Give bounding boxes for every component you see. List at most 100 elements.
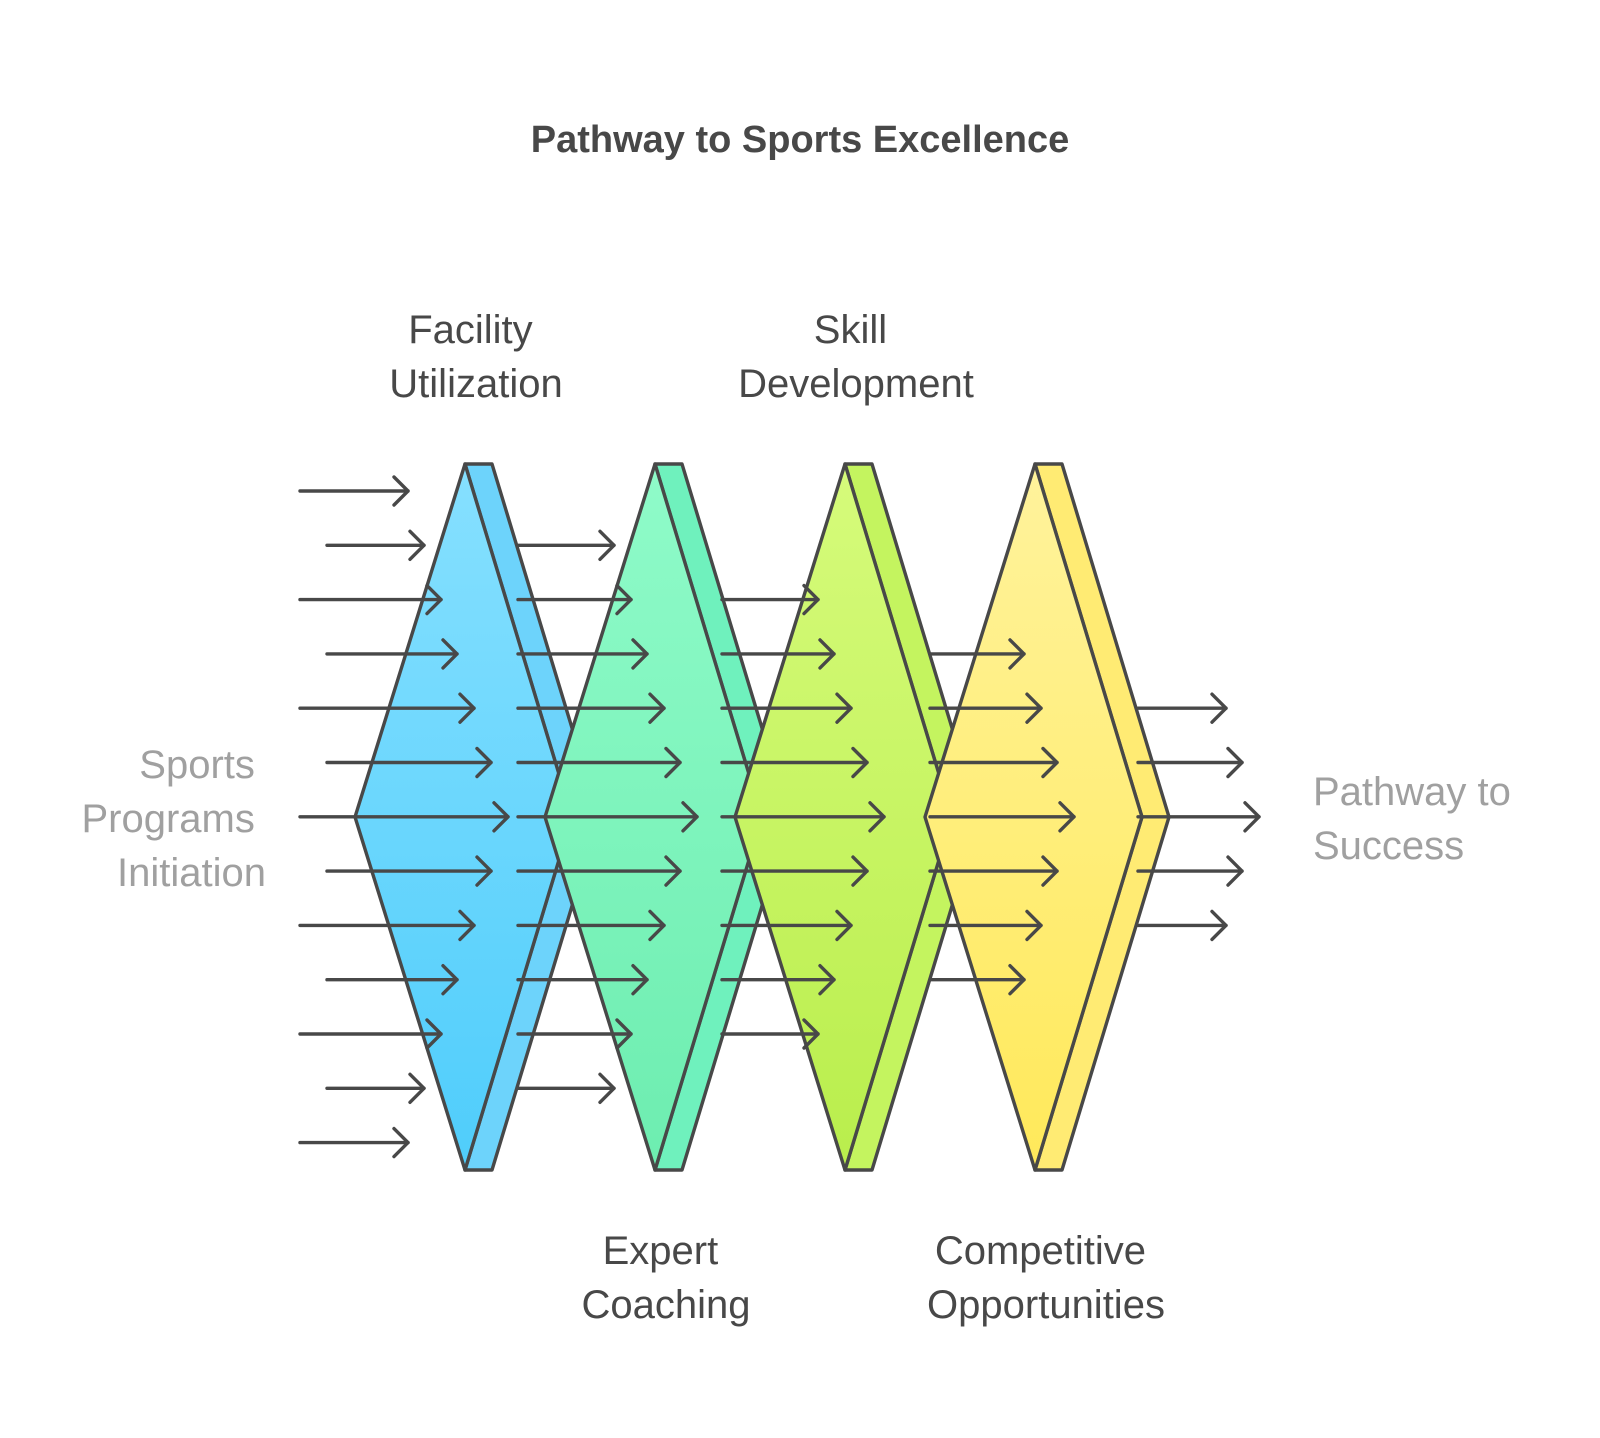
input-arrow-12-head: [408, 1072, 426, 1105]
input-arrow-3-head: [425, 583, 443, 616]
input-arrow-9: [298, 909, 476, 942]
flow-arrow-2-5-head: [835, 692, 853, 724]
output-label: Pathway to Success: [1313, 770, 1522, 868]
flow-arrow-1-9: [516, 909, 666, 942]
input-arrow-2: [325, 529, 426, 561]
flow-arrow-1-3: [516, 583, 633, 616]
flow-arrow-4-5: [1136, 692, 1228, 724]
stage-label-expert-coaching: Expert Coaching: [581, 1229, 750, 1327]
flow-arrow-3-5: [928, 692, 1043, 724]
output-label-line-2: Success: [1313, 824, 1464, 868]
input-label-line-2: Programs: [81, 797, 254, 841]
flow-arrow-2-8: [720, 855, 869, 887]
input-arrow-4-head: [441, 638, 459, 670]
flow-arrow-2-3: [720, 583, 820, 616]
flow-arrow-2-11-head: [802, 1018, 820, 1050]
flow-arrow-2-3-head: [802, 583, 820, 616]
flow-arrow-2-6-head: [851, 746, 869, 779]
flow-arrow-1-6-head: [664, 746, 682, 779]
input-arrow-5-head: [458, 692, 476, 724]
flow-arrow-3-6-head: [1041, 746, 1059, 779]
flow-arrow-1-10-head: [631, 964, 649, 996]
input-arrow-9-head: [458, 909, 476, 942]
flow-arrow-4-7: [1136, 801, 1261, 833]
flow-arrow-2-8-head: [851, 855, 869, 887]
flow-arrow-1-11-head: [615, 1018, 633, 1050]
flow-arrow-2-11: [720, 1018, 820, 1050]
flow-arrow-4-5-head: [1210, 692, 1228, 724]
stage-label-skill-development: Skill Development: [738, 308, 974, 406]
input-arrow-5: [298, 692, 476, 724]
flow-arrows: [298, 475, 1261, 1159]
flow-arrow-1-9-head: [648, 909, 666, 942]
input-arrow-8: [325, 855, 493, 887]
stage-4-label-line-1: Competitive: [935, 1229, 1146, 1273]
input-arrow-6: [325, 746, 493, 779]
flow-arrow-1-2: [516, 529, 616, 561]
flow-arrow-2-9-head: [835, 909, 853, 942]
flow-arrow-2-4: [720, 638, 836, 670]
input-arrow-4: [325, 638, 459, 670]
input-label-line-3: Initiation: [117, 851, 266, 895]
flow-arrow-2-10-head: [818, 964, 836, 996]
input-arrow-1-head: [392, 475, 410, 507]
flow-arrow-1-12-head: [598, 1072, 616, 1105]
flow-arrow-3-10: [928, 964, 1026, 996]
flow-arrow-1-4-head: [631, 638, 649, 670]
flow-arrow-2-10: [720, 964, 836, 996]
input-arrow-13-head: [392, 1126, 410, 1159]
flow-arrow-1-6: [516, 746, 682, 779]
input-arrow-7-head: [492, 801, 510, 833]
stage-3-label-line-2: Development: [738, 362, 974, 406]
flow-arrow-1-5-head: [648, 692, 666, 724]
flow-arrow-4-6-head: [1226, 746, 1244, 779]
input-label: Sports Programs Initiation: [81, 743, 266, 895]
flow-arrow-1-10: [516, 964, 649, 996]
stage-label-facility-utilization: Facility Utilization: [389, 308, 562, 406]
flow-arrow-3-5-head: [1025, 692, 1043, 724]
input-arrow-1: [298, 475, 410, 507]
flow-arrow-4-8-head: [1226, 855, 1244, 887]
stage-1-label-line-1: Facility: [408, 308, 532, 352]
flow-arrow-4-9: [1136, 909, 1228, 942]
stage-label-competitive-opportunities: Competitive Opportunities: [927, 1229, 1165, 1327]
flow-arrow-1-7: [516, 801, 699, 833]
flow-arrow-4-9-head: [1210, 909, 1228, 942]
input-label-line-1: Sports: [139, 743, 255, 787]
input-arrow-10: [325, 964, 459, 996]
flow-arrow-2-7-head: [868, 801, 886, 833]
flow-arrow-2-5: [720, 692, 853, 724]
flow-arrow-1-5: [516, 692, 666, 724]
input-arrow-11: [298, 1018, 443, 1050]
input-arrow-11-head: [425, 1018, 443, 1050]
stage-4-label-line-2: Opportunities: [927, 1283, 1165, 1327]
flow-arrow-3-8-head: [1041, 855, 1059, 887]
flow-arrow-3-6: [928, 746, 1059, 779]
flow-arrow-3-7-head: [1058, 801, 1076, 833]
output-label-line-1: Pathway to: [1313, 770, 1511, 814]
input-arrow-6-head: [475, 746, 493, 779]
input-arrow-12: [325, 1072, 426, 1105]
input-arrow-3: [298, 583, 443, 616]
flow-arrow-3-9-head: [1025, 909, 1043, 942]
input-arrow-7: [298, 801, 510, 833]
flow-arrow-3-7: [928, 801, 1076, 833]
flow-arrow-2-4-head: [818, 638, 836, 670]
flow-arrow-3-9: [928, 909, 1043, 942]
flow-arrow-1-4: [516, 638, 649, 670]
diagram-title: Pathway to Sports Excellence: [531, 119, 1070, 161]
flow-arrow-4-8: [1136, 855, 1244, 887]
flow-arrow-1-12: [516, 1072, 616, 1105]
input-arrow-8-head: [475, 855, 493, 887]
flow-arrow-3-8: [928, 855, 1059, 887]
flow-arrow-1-8-head: [664, 855, 682, 887]
flow-arrow-3-4-head: [1008, 638, 1026, 670]
flow-arrow-2-7: [720, 801, 886, 833]
stage-2-label-line-1: Expert: [603, 1229, 719, 1273]
input-arrow-2-head: [408, 529, 426, 561]
stage-3-label-line-1: Skill: [814, 308, 887, 352]
input-arrow-10-head: [441, 964, 459, 996]
stage-2-label-line-2: Coaching: [581, 1283, 750, 1327]
stage-1-label-line-2: Utilization: [389, 362, 562, 406]
